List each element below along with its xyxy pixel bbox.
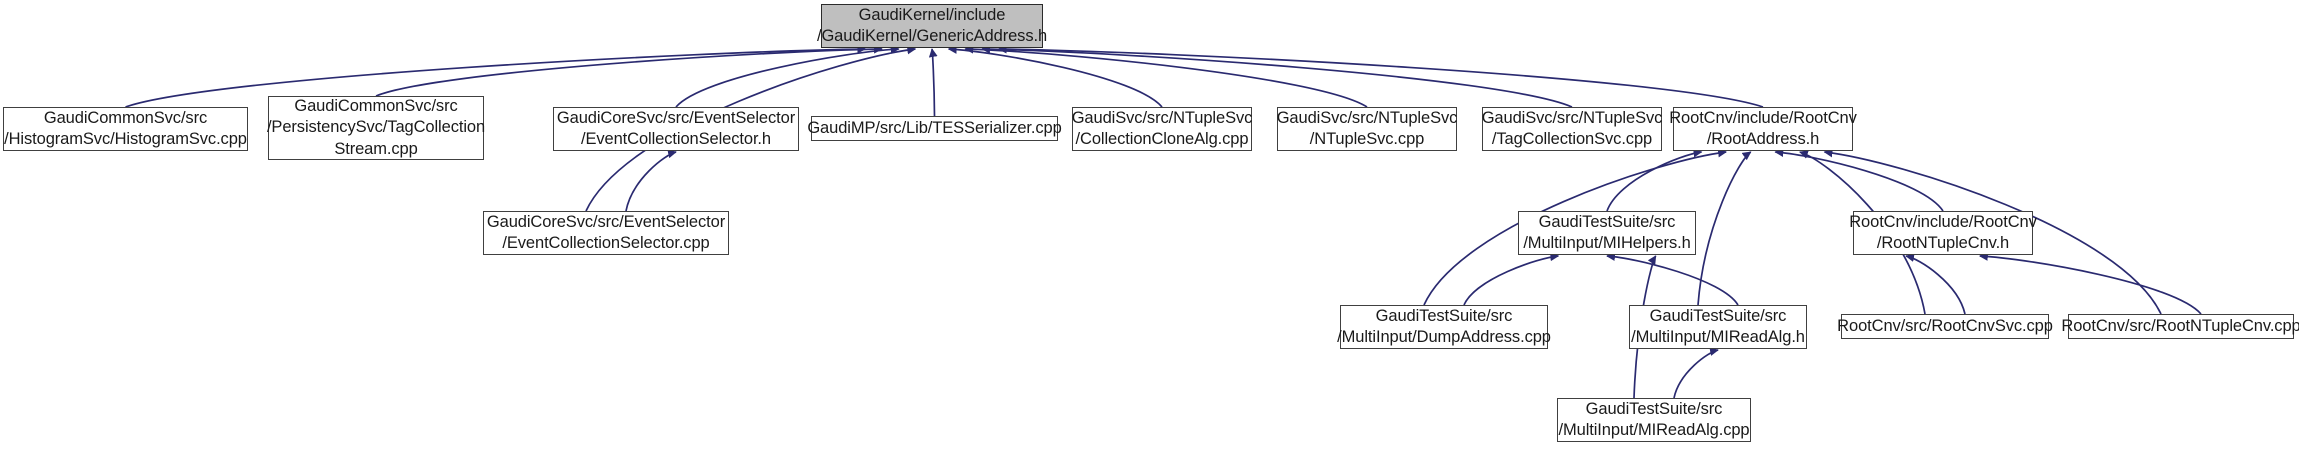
graph-node-label-line: /MultiInput/MIReadAlg.h	[1631, 328, 1805, 346]
graph-edge-root_ntuple_cnv_cpp-to-root_ntuple_cnv_h	[1979, 251, 2202, 315]
graph-node-label-line: /TagCollectionSvc.cpp	[1491, 130, 1653, 148]
graph-node-label-line: /PersistencySvc/TagCollection	[266, 118, 486, 137]
graph-edge-root_ntuple_cnv_h-to-root_address_h	[1774, 148, 1944, 212]
graph-edge-tes_serializer_cpp-to-generic_address_h	[928, 48, 938, 117]
graph-node-root_address_h[interactable]: RootCnv/include/RootCnv/RootAddress.h	[1669, 107, 1857, 151]
graph-edge-histogram_svc_cpp-to-generic_address_h	[125, 44, 867, 108]
graph-node-mi_helpers_h[interactable]: GaudiTestSuite/src/MultiInput/MIHelpers.…	[1518, 211, 1696, 255]
graph-edge-event_collection_selector_cpp-to-event_collection_selector_h	[625, 149, 677, 212]
graph-node-dump_address_cpp[interactable]: GaudiTestSuite/src/MultiInput/DumpAddres…	[1337, 305, 1551, 349]
graph-node-event_collection_selector_h[interactable]: GaudiCoreSvc/src/EventSelector/EventColl…	[553, 107, 799, 151]
graph-node-label-line: /EventCollectionSelector.cpp	[502, 234, 710, 252]
graph-node-label-line: GaudiMP/src/Lib/TESSerializer.cpp	[807, 118, 1062, 137]
graph-node-ntuple_svc_cpp[interactable]: GaudiSvc/src/NTupleSvc/NTupleSvc.cpp	[1277, 107, 1457, 151]
graph-node-label-line: RootCnv/src/RootCnvSvc.cpp	[1837, 316, 2053, 335]
graph-node-label-line: /MultiInput/MIHelpers.h	[1523, 234, 1691, 252]
graph-node-label-line: /CollectionCloneAlg.cpp	[1075, 130, 1249, 148]
graph-node-root_ntuple_cnv_h[interactable]: RootCnv/include/RootCnv/RootNTupleCnv.h	[1849, 211, 2037, 255]
graph-node-generic_address_h[interactable]: GaudiKernel/include/GaudiKernel/GenericA…	[817, 4, 1047, 48]
graph-node-root_ntuple_cnv_cpp[interactable]: RootCnv/src/RootNTupleCnv.cpp	[2061, 314, 2299, 339]
graph-edge-mi_read_alg_h-to-root_address_h	[1697, 151, 1752, 306]
graph-node-label-line: /NTupleSvc.cpp	[1309, 130, 1425, 148]
graph-node-label-line: /MultiInput/MIReadAlg.cpp	[1558, 421, 1750, 439]
graph-node-label-line: /GaudiKernel/GenericAddress.h	[816, 27, 1048, 45]
graph-node-tag_collection_stream_cpp[interactable]: GaudiCommonSvc/src/PersistencySvc/TagCol…	[266, 96, 486, 160]
graph-node-label-line: GaudiKernel/include	[858, 5, 1006, 24]
graph-edge-tag_collection_svc_cpp-to-generic_address_h	[981, 44, 1573, 108]
graph-node-label-line: /HistogramSvc/HistogramSvc.cpp	[4, 130, 247, 148]
graph-node-label-line: RootCnv/src/RootNTupleCnv.cpp	[2061, 316, 2299, 335]
graph-node-label-line: GaudiCommonSvc/src	[43, 108, 208, 127]
graph-node-label-line: GaudiTestSuite/src	[1585, 399, 1723, 418]
graph-node-mi_read_alg_h[interactable]: GaudiTestSuite/src/MultiInput/MIReadAlg.…	[1629, 305, 1807, 349]
graph-node-label-line: GaudiCoreSvc/src/EventSelector	[486, 212, 726, 231]
graph-edge-root_address_h-to-generic_address_h	[997, 44, 1764, 108]
graph-node-tag_collection_svc_cpp[interactable]: GaudiSvc/src/NTupleSvc/TagCollectionSvc.…	[1482, 107, 1662, 151]
graph-edge-dump_address_cpp-to-mi_helpers_h	[1463, 252, 1560, 306]
graph-node-label-line: GaudiSvc/src/NTupleSvc	[1481, 108, 1663, 127]
graph-edge-tag_collection_stream_cpp-to-generic_address_h	[375, 44, 883, 97]
graph-node-label-line: GaudiTestSuite/src	[1649, 306, 1787, 325]
graph-node-label-line: /MultiInput/DumpAddress.cpp	[1337, 328, 1551, 346]
graph-node-label-line: /RootNTupleCnv.h	[1876, 234, 2010, 252]
graph-node-label-line: RootCnv/include/RootCnv	[1849, 212, 2037, 231]
graph-node-collection_clone_alg_cpp[interactable]: GaudiSvc/src/NTupleSvc/CollectionCloneAl…	[1072, 107, 1252, 151]
graph-node-label-line: GaudiSvc/src/NTupleSvc	[1276, 108, 1458, 127]
graph-node-tes_serializer_cpp[interactable]: GaudiMP/src/Lib/TESSerializer.cpp	[807, 116, 1062, 141]
graph-edge-event_collection_selector_h-to-generic_address_h	[675, 44, 900, 108]
graph-node-event_collection_selector_cpp[interactable]: GaudiCoreSvc/src/EventSelector/EventColl…	[483, 211, 729, 255]
graph-edge-mi_helpers_h-to-root_address_h	[1606, 148, 1703, 212]
graph-edge-root_cnv_svc_cpp-to-root_ntuple_cnv_h	[1905, 253, 1966, 315]
graph-node-label-line: GaudiCoreSvc/src/EventSelector	[556, 108, 796, 127]
graph-node-label-line: GaudiCommonSvc/src	[294, 97, 458, 116]
graph-node-label-line: Stream.cpp	[334, 139, 418, 158]
graph-edge-mi_read_alg_cpp-to-mi_read_alg_h	[1673, 347, 1719, 399]
graph-node-label-line: RootCnv/include/RootCnv	[1669, 108, 1857, 127]
graph-node-label-line: GaudiTestSuite/src	[1538, 212, 1676, 231]
graph-node-root_cnv_svc_cpp[interactable]: RootCnv/src/RootCnvSvc.cpp	[1837, 314, 2053, 339]
graph-node-histogram_svc_cpp[interactable]: GaudiCommonSvc/src/HistogramSvc/Histogra…	[3, 107, 248, 151]
graph-edge-ntuple_svc_cpp-to-generic_address_h	[964, 44, 1368, 108]
graph-node-label-line: GaudiSvc/src/NTupleSvc	[1071, 108, 1253, 127]
graph-node-label-line: /EventCollectionSelector.h	[580, 130, 771, 148]
graph-node-mi_read_alg_cpp[interactable]: GaudiTestSuite/src/MultiInput/MIReadAlg.…	[1557, 398, 1751, 442]
graph-edge-collection_clone_alg_cpp-to-generic_address_h	[947, 45, 1163, 108]
graph-node-label-line: GaudiTestSuite/src	[1375, 306, 1513, 325]
graph-node-label-line: /RootAddress.h	[1706, 130, 1820, 148]
graph-edge-mi_read_alg_h-to-mi_helpers_h	[1606, 252, 1739, 306]
